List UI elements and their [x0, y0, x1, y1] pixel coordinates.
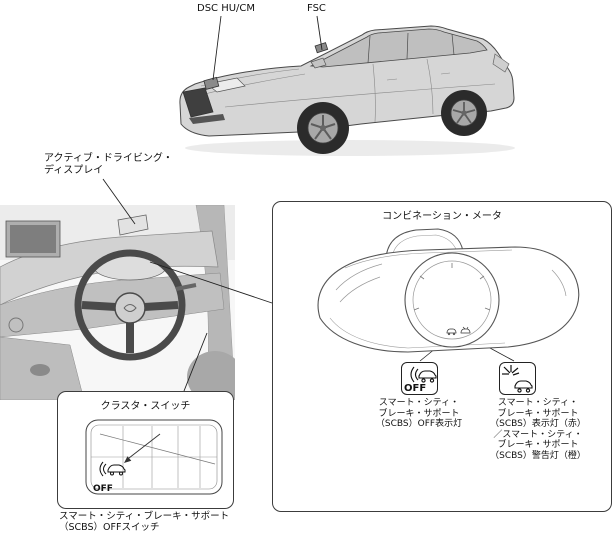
- scbs-warning-indicator-box: [499, 362, 536, 395]
- switch-panel-dividers: [91, 426, 217, 488]
- car-pillars: [367, 32, 455, 64]
- car-headlight: [206, 77, 246, 93]
- center-display: [5, 220, 61, 258]
- fsc-unit-marker: [314, 42, 329, 54]
- dsc-unit-marker: [203, 76, 220, 90]
- scbs-off-indicator-icon: OFF: [404, 366, 437, 394]
- dash-knob: [8, 317, 24, 333]
- car-illustration: [179, 25, 515, 156]
- active-driving-display-label: アクティブ・ドライビング・ ディスプレイ: [44, 153, 173, 176]
- cluster-switch-title: クラスタ・スイッチ: [100, 401, 191, 412]
- cluster-switch-callout-box: クラスタ・スイッチ OFF: [57, 391, 234, 509]
- scbs-off-switch-caption: スマート・シティ・ブレーキ・サポート （SCBS）OFFスイッチ: [59, 511, 230, 533]
- car-lower-intake: [189, 114, 225, 124]
- car-windows: [309, 28, 488, 68]
- car-shadow: [185, 140, 515, 156]
- car-taillight: [492, 53, 510, 73]
- panel-surface-line: [99, 433, 216, 465]
- fsc-label: FSC: [307, 3, 326, 14]
- svg-text:OFF: OFF: [93, 484, 113, 494]
- collision-burst: [501, 364, 519, 376]
- switch-pointer-arrow: [124, 433, 161, 463]
- car-rear-wheel: [441, 90, 487, 136]
- car-front-wheel: [297, 102, 349, 154]
- cluster-switch-illustration: OFF: [85, 419, 223, 495]
- shifter: [30, 364, 50, 376]
- car-side-mirror: [310, 57, 327, 69]
- scbs-off-indicator-caption: スマート・シティ・ ブレーキ・サポート （SCBS）OFF表示灯: [375, 398, 463, 429]
- dsc-label: DSC HU/CM: [197, 3, 256, 14]
- scbs-warning-indicator-icon: [501, 364, 533, 393]
- svg-text:OFF: OFF: [404, 383, 426, 394]
- combination-meter-callout-box: コンビネーション・メータ: [272, 201, 612, 512]
- scbs-warning-indicator-caption: スマート・シティ・ ブレーキ・サポート （SCBS）表示灯（赤） ／スマート・シ…: [490, 398, 586, 461]
- interior-illustration: [0, 205, 235, 400]
- scbs-off-indicator-box: OFF: [401, 362, 438, 395]
- combination-meter-title: コンビネーション・メータ: [382, 211, 502, 222]
- car-grille: [182, 87, 214, 118]
- scbs-off-switch-icon: OFF: [93, 461, 126, 494]
- steering-wheel: [74, 249, 197, 361]
